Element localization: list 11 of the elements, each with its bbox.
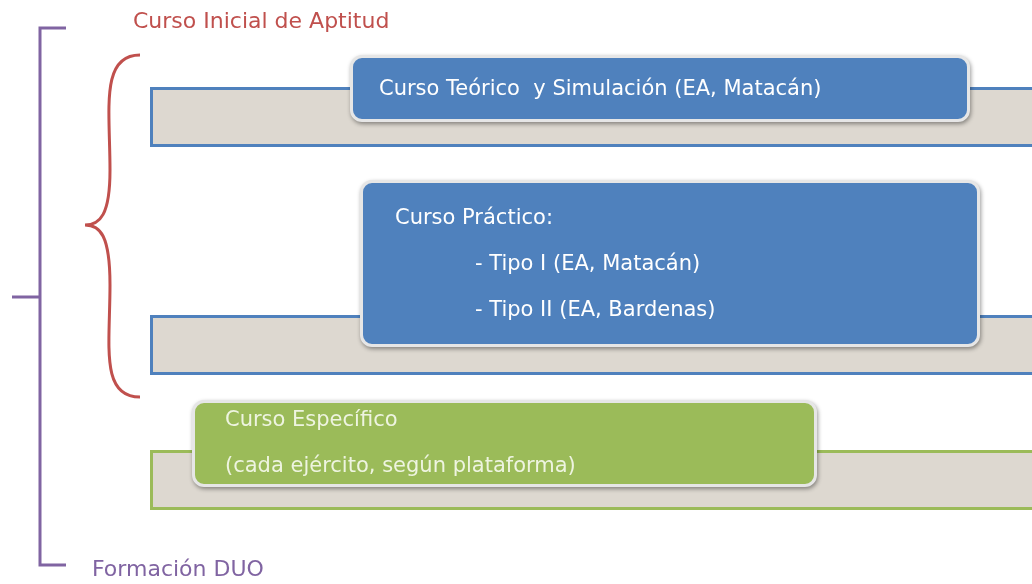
box-text: (cada ejército, según plataforma) — [225, 453, 576, 479]
box-text: Curso Específico — [225, 407, 398, 433]
box-text: Curso Práctico: — [395, 205, 553, 231]
box-text: - Tipo II (EA, Bardenas) — [475, 297, 716, 323]
bracket-label: Formación DUO — [92, 556, 264, 581]
box-text: Curso Teórico y Simulación (EA, Matacán) — [379, 76, 822, 102]
box-text: - Tipo I (EA, Matacán) — [475, 251, 701, 277]
rounded-box — [360, 180, 980, 347]
bracket-label: Curso Inicial de Aptitud — [133, 8, 390, 33]
rounded-box — [192, 400, 817, 487]
rounded-box — [350, 55, 970, 122]
